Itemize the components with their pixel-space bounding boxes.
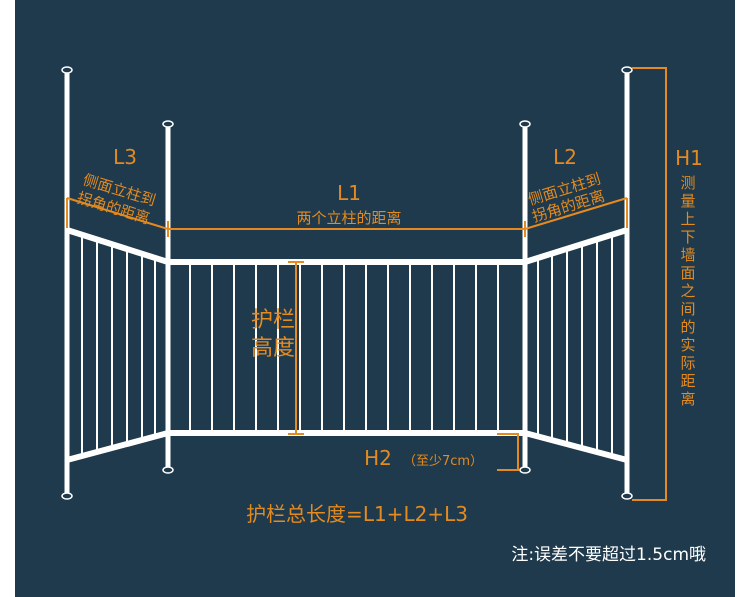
right-bottom-rail: [524, 430, 628, 463]
h2-label: H2: [364, 446, 392, 470]
background-panel: [15, 0, 735, 597]
right-top-rail: [524, 227, 628, 265]
h1-desc-char: 离: [680, 390, 695, 408]
h1-desc-char: 际: [680, 354, 695, 372]
h1-desc: 测 量 上 下 墙 面 之 间 的 实 际 距 离: [680, 174, 695, 408]
left-top-rail: [66, 227, 169, 265]
l1-desc: 两个立柱的距离: [296, 209, 401, 227]
l2-measure-line: [524, 197, 628, 230]
h1-desc-char: 面: [680, 264, 695, 282]
railing-structure: [61, 66, 633, 500]
total-length-formula: 护栏总长度=L1+L2+L3: [246, 502, 468, 526]
h1-desc-char: 量: [680, 192, 695, 210]
post-caps: [61, 66, 633, 500]
h1-measure-bracket: [632, 67, 667, 501]
h1-desc-char: 之: [680, 282, 695, 300]
h1-desc-char: 间: [680, 300, 695, 318]
height-desc-line2: 高度: [251, 336, 295, 361]
h1-desc-char: 墙: [680, 246, 695, 264]
l3-measure-line: [66, 197, 169, 230]
h1-desc-char: 测: [680, 174, 695, 192]
measurement-marks: [66, 67, 667, 501]
middle-balusters: [189, 262, 499, 433]
h1-desc-char: 实: [680, 336, 695, 354]
left-balusters: [81, 235, 156, 456]
labels: L3 侧面立柱到 拐角的距离 L2 侧面立柱到 拐角的距离 L1 两个立柱的距离…: [75, 145, 703, 526]
h1-desc-char: 下: [680, 228, 695, 246]
h2-desc: （至少7cm）: [403, 454, 483, 469]
h1-desc-char: 的: [680, 318, 695, 336]
h1-desc-char: 距: [680, 372, 695, 390]
height-desc-line1: 护栏: [251, 308, 295, 333]
l1-label: L1: [337, 181, 361, 205]
h1-label: H1: [675, 146, 703, 170]
note-text: 注:误差不要超过1.5cm哦: [511, 545, 706, 565]
l2-label: L2: [553, 145, 577, 169]
h1-desc-char: 上: [680, 210, 695, 228]
l3-label: L3: [113, 145, 137, 169]
right-balusters: [537, 235, 613, 456]
h2-measure-bracket: [497, 433, 519, 471]
left-bottom-rail: [66, 430, 169, 463]
